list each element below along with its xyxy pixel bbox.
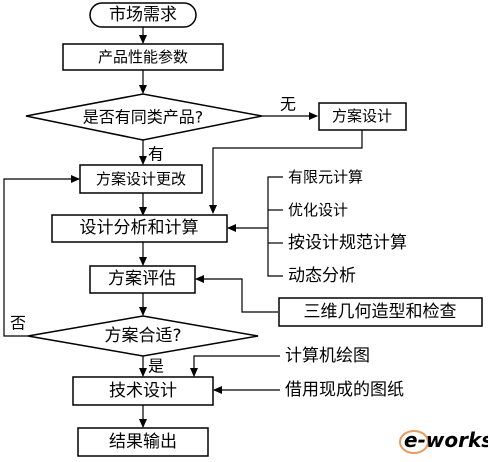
- tech-design-box: [72, 376, 214, 406]
- market-demand-node: [89, 2, 197, 28]
- result-output-box: [77, 427, 209, 457]
- arrow-scheme-design-to-analysis: [209, 130, 363, 214]
- arrow-not-suitable-loop: [3, 175, 80, 337]
- scheme-change-label: 方案设计更改: [96, 170, 186, 188]
- scheme-eval-box: [89, 265, 196, 294]
- scheme-design-box: [318, 102, 407, 131]
- arrow-modeling-to-eval: [195, 275, 278, 313]
- decision-suitable-diamond: [27, 315, 259, 357]
- computer-drawing-label: 计算机绘图: [285, 346, 370, 366]
- scheme-eval-label: 方案评估: [108, 269, 176, 289]
- product-params-label: 产品性能参数: [98, 48, 188, 66]
- no-branch-label: 无: [280, 95, 296, 114]
- e-works-watermark: e-works: [399, 428, 488, 454]
- watermark-swoosh-icon: [399, 430, 429, 454]
- arrow-drawing-to-tech: [190, 355, 280, 377]
- decision-similar-label: 是否有同类产品?: [83, 108, 204, 127]
- design-analysis-box: [51, 214, 228, 243]
- market-demand-label: 市场需求: [109, 5, 177, 25]
- result-output-label: 结果输出: [109, 432, 177, 452]
- scheme-change-box: [79, 164, 203, 194]
- suitable-label: 是: [148, 357, 164, 376]
- modeling-label: 三维几何造型和检查: [304, 302, 457, 322]
- modeling-box: [278, 297, 483, 327]
- watermark-text: e-works: [404, 428, 488, 452]
- tech-design-label: 技术设计: [109, 381, 177, 401]
- method-dynamic-label: 动态分析: [288, 266, 356, 286]
- method-fea-label: 有限元计算: [288, 168, 363, 186]
- scheme-design-label: 方案设计: [332, 107, 392, 125]
- decision-similar-diamond: [25, 93, 263, 141]
- existing-drawings-label: 借用现成的图纸: [285, 380, 404, 400]
- decision-suitable-label: 方案合适?: [104, 326, 181, 346]
- yes-branch-label: 有: [148, 145, 164, 164]
- design-analysis-label: 设计分析和计算: [80, 218, 199, 238]
- product-params-box: [62, 43, 224, 71]
- methods-bracket: [267, 176, 283, 277]
- not-suitable-label: 否: [10, 314, 26, 333]
- method-optimization-label: 优化设计: [288, 201, 348, 219]
- method-code-calc-label: 按设计规范计算: [288, 233, 407, 253]
